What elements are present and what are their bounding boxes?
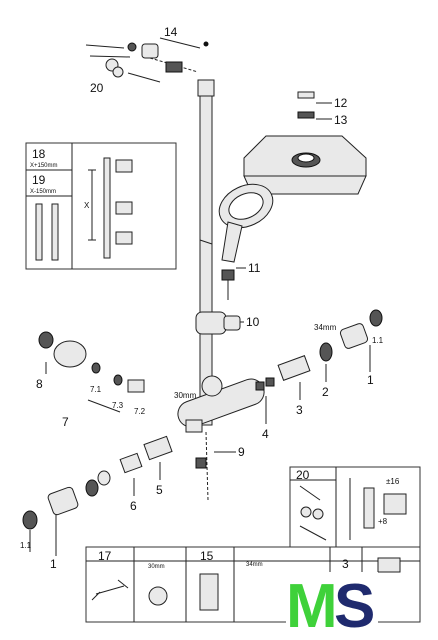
- callout-5: 5: [156, 483, 163, 497]
- overhead-shower-head: [243, 91, 367, 195]
- part-6: [119, 452, 143, 474]
- inset-x-minus: X-150mm: [30, 189, 56, 195]
- tool-num-3: 3: [342, 557, 349, 571]
- tool-num-17: 17: [98, 549, 112, 563]
- callout-7-3: 7.3: [112, 401, 124, 410]
- inset-plus8: +8: [378, 517, 388, 526]
- callout-1-left: 1: [50, 557, 57, 571]
- dim-30mm: 30mm: [174, 391, 197, 400]
- callout-7: 7: [62, 415, 69, 429]
- shower-riser-rail: [197, 17, 309, 426]
- tool-34mm: 34mm: [246, 562, 263, 568]
- callout-20: 20: [90, 81, 104, 95]
- callout-8: 8: [36, 377, 43, 391]
- callout-11: 11: [248, 261, 261, 275]
- ms-logo: M S: [286, 572, 378, 640]
- part-4: [255, 377, 275, 391]
- callout-13: 13: [334, 113, 348, 127]
- part-9: [195, 457, 207, 469]
- part-5: [143, 435, 173, 461]
- tool-30mm: 30mm: [148, 564, 165, 570]
- part-3: [277, 355, 311, 381]
- part-1-right: [339, 309, 383, 372]
- callout-6: 6: [130, 499, 137, 513]
- dim-34mm: 34mm: [314, 323, 337, 332]
- callout-1-1-bottom: 1.1: [20, 541, 32, 550]
- logo-letter-m: M: [286, 572, 338, 640]
- inset-x-label: X: [84, 201, 90, 210]
- callout-1-1-top: 1.1: [372, 336, 384, 345]
- callout-3: 3: [296, 403, 303, 417]
- callout-14: 14: [164, 25, 178, 39]
- callout-9: 9: [238, 445, 245, 459]
- part-8: [38, 331, 87, 368]
- part-7: [91, 362, 145, 393]
- part-2: [319, 342, 333, 362]
- callout-7-1: 7.1: [90, 385, 102, 394]
- hose-connector-11: [221, 269, 235, 300]
- wall-bracket-parts: [85, 37, 209, 83]
- inset-num-20: 20: [296, 468, 310, 482]
- callout-12: 12: [334, 96, 348, 110]
- callout-4: 4: [262, 427, 269, 441]
- inset-num-18: 18: [32, 147, 46, 161]
- tool-num-15: 15: [200, 549, 214, 563]
- callout-7-2: 7.2: [134, 407, 146, 416]
- inset-num-19: 19: [32, 173, 46, 187]
- callout-1-right: 1: [367, 373, 374, 387]
- part-1-left: [22, 470, 111, 556]
- slide-holder-10: [195, 311, 241, 335]
- callout-10: 10: [246, 315, 260, 329]
- bracket-inset-20: [289, 466, 421, 550]
- logo-letter-s: S: [334, 572, 375, 640]
- inset-plus16: ±16: [386, 477, 400, 486]
- callout-2: 2: [322, 385, 329, 399]
- hand-shower: [218, 183, 274, 263]
- rail-length-inset: [25, 142, 177, 270]
- inset-x-plus: X+150mm: [30, 163, 58, 169]
